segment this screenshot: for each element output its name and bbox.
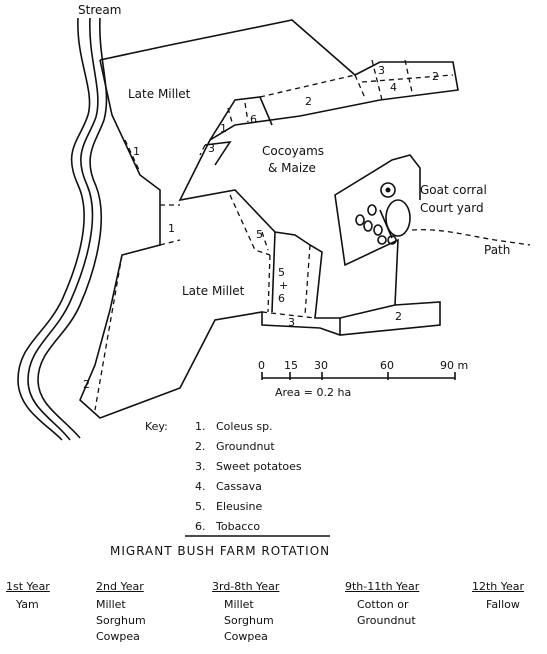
path-label: Path bbox=[484, 243, 510, 257]
key-item-label: Groundnut bbox=[216, 440, 275, 453]
scale-bar bbox=[261, 372, 456, 380]
stream-label: Stream bbox=[78, 3, 121, 17]
plot-number: 2 bbox=[432, 70, 439, 83]
scale-tick: 30 bbox=[314, 359, 328, 372]
farm-boundary bbox=[79, 19, 459, 419]
key-item-label: Coleus sp. bbox=[216, 420, 273, 433]
rotation-crop: Yam bbox=[16, 598, 39, 611]
plot-number: 6 bbox=[250, 113, 257, 126]
scale-tick: 0 bbox=[258, 359, 265, 372]
rotation-column: 3rd-8th Year Millet Sorghum Cowpea bbox=[212, 580, 279, 644]
plot-number: 4 bbox=[390, 81, 397, 94]
plot-number: 5 bbox=[256, 228, 263, 241]
plot-number: 3 bbox=[208, 142, 215, 155]
plot-number: 2 bbox=[83, 378, 90, 391]
rotation-year: 12th Year bbox=[472, 580, 525, 593]
plot-number: 5 bbox=[278, 266, 285, 279]
key-title: Key: bbox=[145, 420, 168, 433]
area-late-millet-bottom: Late Millet bbox=[182, 284, 245, 298]
rotation-crop: Groundnut bbox=[357, 614, 416, 627]
rotation-column: 1st Year Yam bbox=[6, 580, 50, 612]
rotation-crop: Cotton or bbox=[357, 598, 409, 611]
rotation-heading: MIGRANT BUSH FARM ROTATION bbox=[110, 544, 331, 558]
key-item-number: 4. bbox=[195, 480, 206, 493]
rotation-crop: Cowpea bbox=[96, 630, 140, 643]
key-item-number: 6. bbox=[195, 520, 206, 533]
rotation-crop: Millet bbox=[224, 598, 254, 611]
key-item-number: 5. bbox=[195, 500, 206, 513]
scale-tick: 60 bbox=[380, 359, 394, 372]
rotation-crop: Sorghum bbox=[96, 614, 146, 627]
plot-number: 2 bbox=[305, 95, 312, 108]
plot-number: 3 bbox=[378, 64, 385, 77]
rotation-crop: Sorghum bbox=[224, 614, 274, 627]
plot-number: 1 bbox=[133, 145, 140, 158]
key-item-label: Cassava bbox=[216, 480, 262, 493]
rotation-column: 2nd Year Millet Sorghum Cowpea bbox=[96, 580, 146, 644]
plot-number: 2 bbox=[395, 310, 402, 323]
scale-tick: 90 m bbox=[440, 359, 468, 372]
key-item: 4. Cassava bbox=[195, 480, 262, 493]
key-item: 5. Eleusine bbox=[195, 500, 262, 513]
homestead bbox=[355, 182, 531, 246]
rotation-column: 12th Year Fallow bbox=[472, 580, 524, 612]
key-item: 3. Sweet potatoes bbox=[195, 460, 302, 473]
rotation-year: 2nd Year bbox=[96, 580, 144, 593]
scale-area-note: Area = 0.2 ha bbox=[275, 386, 351, 399]
rotation-column: 9th-11th Year Cotton or Groundnut bbox=[345, 580, 419, 628]
key-item: 1. Coleus sp. bbox=[195, 420, 273, 433]
rotation-year: 3rd-8th Year bbox=[212, 580, 280, 593]
area-cocoyams-2: & Maize bbox=[268, 161, 316, 175]
key-item: 2. Groundnut bbox=[195, 440, 275, 453]
rotation-crop: Cowpea bbox=[224, 630, 268, 643]
scale-tick: 15 bbox=[284, 359, 298, 372]
rotation-crop: Fallow bbox=[486, 598, 520, 611]
plot-number: 1 bbox=[168, 222, 175, 235]
plot-dividers bbox=[94, 59, 454, 411]
rotation-year: 1st Year bbox=[6, 580, 50, 593]
stream-banks bbox=[17, 17, 108, 441]
key-item-number: 3. bbox=[195, 460, 206, 473]
plot-number: 6 bbox=[278, 292, 285, 305]
area-court-yard: Court yard bbox=[420, 201, 484, 215]
rotation-crop: Millet bbox=[96, 598, 126, 611]
rotation-year: 9th-11th Year bbox=[345, 580, 420, 593]
plot-number: + bbox=[279, 279, 288, 292]
key-item: 6. Tobacco bbox=[195, 520, 260, 533]
plot-number: 1 bbox=[220, 122, 227, 135]
key-item-number: 1. bbox=[195, 420, 206, 433]
key-item-label: Tobacco bbox=[216, 520, 261, 533]
key-item-label: Eleusine bbox=[216, 500, 263, 513]
key-item-label: Sweet potatoes bbox=[216, 460, 302, 473]
area-goat-corral: Goat corral bbox=[420, 183, 487, 197]
plot-number: 3 bbox=[288, 316, 295, 329]
key-item-number: 2. bbox=[195, 440, 206, 453]
area-cocoyams-1: Cocoyams bbox=[262, 144, 324, 158]
area-late-millet-top: Late Millet bbox=[128, 87, 191, 101]
